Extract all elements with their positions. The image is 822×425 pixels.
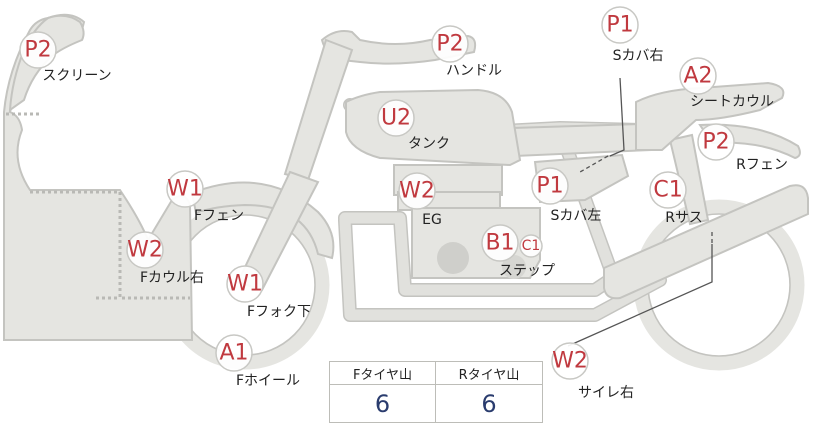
callout-code: W2 [399,179,435,204]
callout-code: P1 [606,13,633,38]
callout-front-fork-lower[interactable]: W1 Fフォク下 [226,265,311,320]
callout-code: P1 [536,174,563,199]
callout-handle[interactable]: P2 ハンドル [431,25,502,79]
callout-code: P2 [24,38,51,63]
callout-step[interactable]: B1 C1 ステップ [481,224,555,279]
side-cover-right-leader [609,77,625,157]
callout-name: ステップ [499,263,555,279]
front-tread-value[interactable]: 6 [330,385,436,422]
callout-code: W1 [167,177,203,202]
muffler-right-leader [567,244,713,347]
tire-tread-table: Fタイヤ山 Rタイヤ山 6 6 [329,361,543,423]
callout-name: EG [422,212,442,228]
rear-tread-value[interactable]: 6 [481,389,497,418]
front-fork-shape [283,38,354,182]
callout-muffler-right[interactable]: W2 サイレ右 [551,342,634,401]
side-cover-right-leader-dash [579,155,609,173]
callout-name: タンク [408,136,450,152]
callout-code: W2 [552,349,588,374]
callout-name: スクリーン [42,68,111,84]
callout-tank[interactable]: U2 タンク [377,99,450,152]
callout-name: ハンドル [446,63,502,79]
callout-name: Rフェン [736,157,788,173]
muffler-shape [603,184,809,300]
callout-front-wheel[interactable]: A1 Fホイール [215,334,300,389]
callout-code: P2 [436,32,463,57]
callout-name: Fフェン [194,208,244,224]
callout-screen[interactable]: P2 スクリーン [19,31,112,84]
callout-engine[interactable]: W2 EG [398,172,442,228]
callout-side-cover-left[interactable]: P1 Sカバ左 [531,167,602,224]
callout-name: Fカウル右 [140,270,204,286]
callout-code: C1 [653,178,682,203]
front-tread-header: Fタイヤ山 [330,362,436,385]
callout-code: A2 [683,64,712,89]
callout-code: W2 [127,238,163,263]
callout-rear-suspension[interactable]: C1 Rサス [649,171,703,226]
callout-side-cover-right[interactable]: P1 Sカバ右 [601,6,664,64]
callout-name: サイレ右 [578,385,634,401]
callout-code: W1 [227,272,263,297]
callout-name: シートカウル [690,94,774,110]
callout-front-cowl-right[interactable]: W2 Fカウル右 [126,231,204,286]
seat-cowl-shape [635,81,785,151]
callout-seat-cowl[interactable]: A2 シートカウル [679,57,774,110]
callout-name: Sカバ左 [551,208,602,224]
callout-code: P2 [702,130,729,155]
rear-tread-header: Rタイヤ山 [436,362,542,385]
callout-name: Sカバ右 [613,48,664,64]
callout-front-fender[interactable]: W1 Fフェン [166,170,244,224]
callout-name: Fホイール [236,373,300,389]
callout-code: B1 [485,231,514,256]
callout-name: Rサス [665,210,702,226]
callout-code: U2 [381,106,411,131]
callout-code: A1 [219,341,248,366]
tank-shape [345,88,522,167]
callout-code-secondary: C1 [522,238,541,254]
callout-name: Fフォク下 [247,304,311,320]
seat-rail [510,122,652,158]
callout-rear-fender[interactable]: P2 Rフェン [697,123,788,173]
cowl-dotted-line-2 [30,190,190,300]
